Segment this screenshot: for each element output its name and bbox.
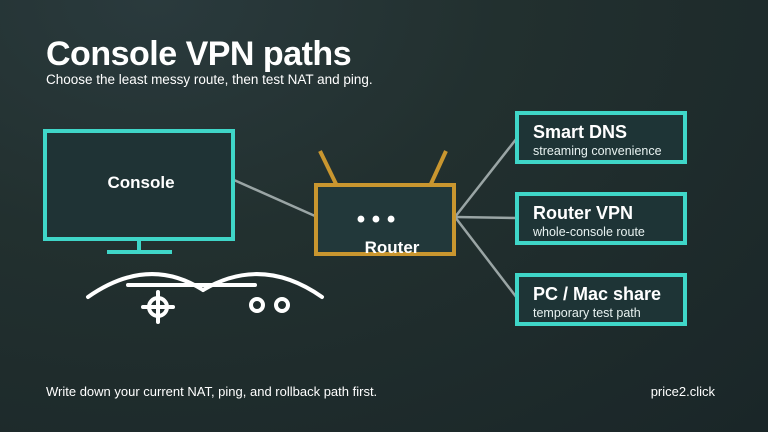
console-monitor-icon (43, 129, 235, 254)
page-subtitle: Choose the least messy route, then test … (46, 72, 373, 87)
option-title: Smart DNS (533, 122, 628, 142)
footer-brand: price2.click (650, 384, 715, 399)
console-label: Console (107, 173, 174, 192)
option-description: streaming convenience (533, 144, 662, 158)
option-smart-dns: Smart DNS streaming convenience (515, 111, 687, 164)
connector-router-smart-dns (454, 137, 518, 218)
connector-router-router-vpn (454, 215, 518, 220)
footer-note: Write down your current NAT, ping, and r… (46, 384, 378, 399)
page-title: Console VPN paths (46, 35, 352, 73)
connector-console-router (233, 178, 316, 218)
router-status-lights: • • • (357, 206, 396, 233)
connector-router-pc-share (454, 216, 518, 299)
option-description: whole-console route (533, 225, 645, 239)
option-pc-mac-share: PC / Mac share temporary test path (515, 273, 687, 326)
option-title: Router VPN (533, 203, 634, 223)
option-description: temporary test path (533, 306, 641, 320)
connector-lines (233, 137, 518, 299)
controller-icon (86, 272, 324, 324)
option-router-vpn: Router VPN whole-console route (515, 192, 687, 245)
router-icon (314, 150, 456, 256)
option-title: PC / Mac share (533, 284, 662, 304)
router-label: Router (365, 238, 420, 257)
